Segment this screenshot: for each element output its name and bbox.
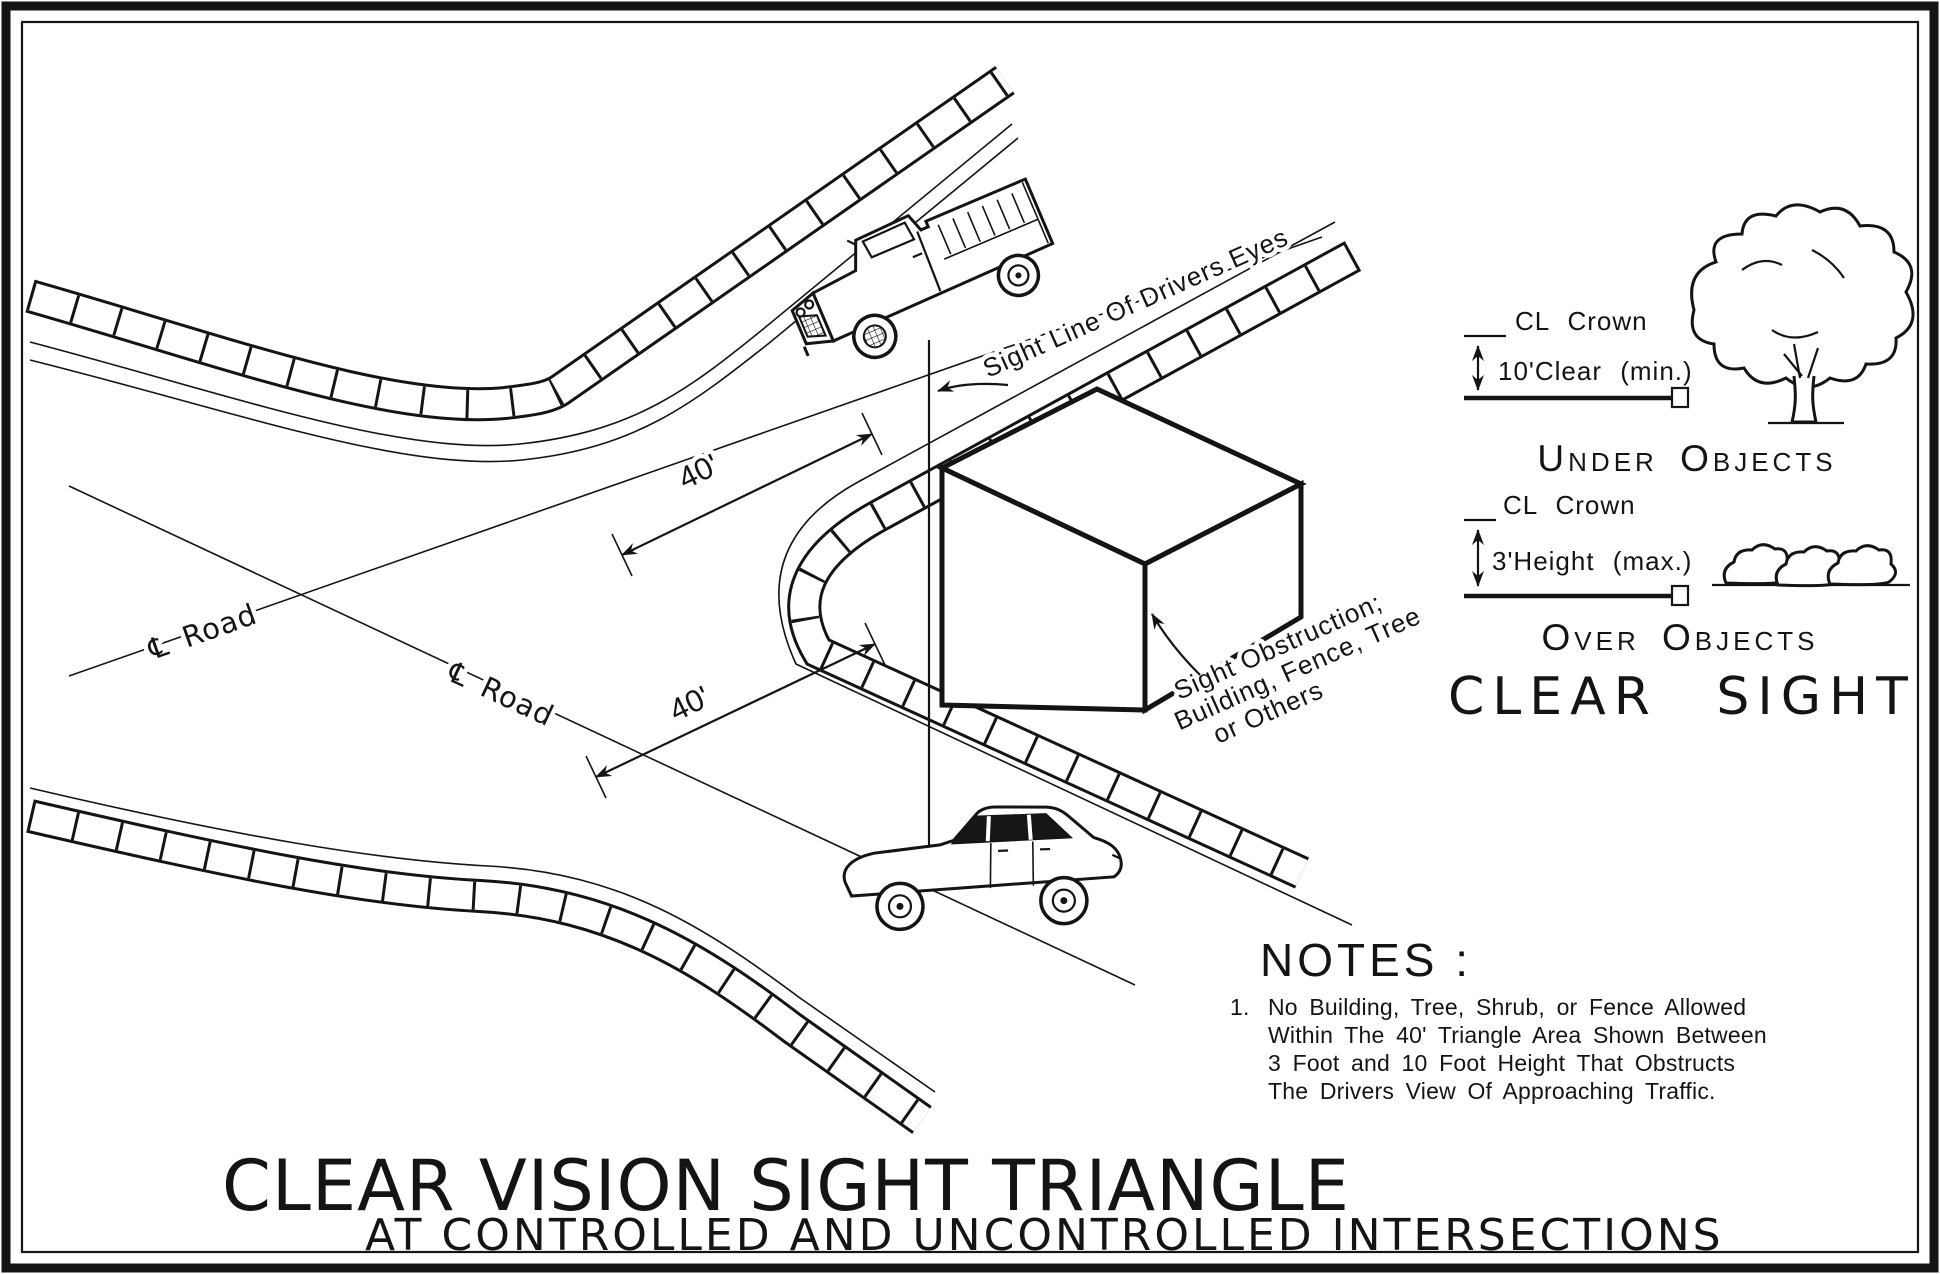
tree-crown: [1690, 203, 1915, 389]
legend-under-objects: CL Crown 10'Clear (min.) Under Objects: [1464, 306, 1836, 479]
tree-drawing: [1690, 203, 1915, 425]
note-line-4: The Drivers View Of Approaching Traffic.: [1268, 1078, 1716, 1104]
sight-line-arrow: [937, 380, 1009, 393]
subtitle: AT CONTROLLED AND UNCONTROLLED INTERSECT…: [365, 1210, 1724, 1261]
note-item-number: 1.: [1230, 994, 1250, 1020]
curb-block: [1670, 386, 1690, 409]
note-line-2: Within The 40' Triangle Area Shown Betwe…: [1268, 1022, 1767, 1048]
over-objects-label: Over Objects: [1542, 617, 1819, 658]
curb-block: [1670, 584, 1690, 607]
legend-over-objects: CL Crown 3'Height (max.) Over Objects: [1464, 490, 1819, 658]
dimension-40-road1: [611, 412, 883, 577]
truck-headlight: [795, 307, 806, 318]
obstruction-arrow: [1151, 613, 1201, 676]
inner-border: [20, 20, 1920, 1254]
cl-crown-upper-label: CL Crown: [1515, 306, 1648, 336]
truck-grille: [797, 314, 828, 338]
clear-sight-heading: CLEAR SIGHT: [1448, 667, 1916, 727]
under-objects-label: Under Objects: [1537, 438, 1836, 479]
road-label-2: ℄ Road: [442, 654, 559, 733]
dim-40-label-1: 40': [673, 447, 725, 496]
main-title: CLEAR VISION SIGHT TRIANGLE: [222, 1145, 1350, 1227]
shrubs-drawing: [1712, 543, 1910, 588]
notes-heading: NOTES :: [1260, 934, 1472, 986]
pickup-truck-drawing: [790, 177, 1055, 360]
road-label-1: ℄ Road: [143, 597, 261, 667]
building-obstruction: [936, 386, 1307, 715]
truck-window: [861, 221, 916, 259]
note-line-3: 3 Foot and 10 Foot Height That Obstructs: [1268, 1050, 1735, 1076]
truck-headlight: [804, 299, 815, 310]
note-line-1: No Building, Tree, Shrub, or Fence Allow…: [1268, 994, 1746, 1020]
tree-trunk: [1790, 375, 1818, 424]
sedan-car-drawing: [842, 805, 1123, 932]
curb-band-southwest: [30, 816, 922, 1120]
over-height-label: 3'Height (max.): [1492, 546, 1692, 576]
notes-block: NOTES : 1. No Building, Tree, Shrub, or …: [1230, 934, 1767, 1104]
under-clearance-label: 10'Clear (min.): [1498, 356, 1693, 386]
dimension-40-road2: [585, 622, 886, 799]
cl-crown-lower-label: CL Crown: [1503, 490, 1636, 520]
dim-40-label-2: 40': [664, 679, 716, 728]
